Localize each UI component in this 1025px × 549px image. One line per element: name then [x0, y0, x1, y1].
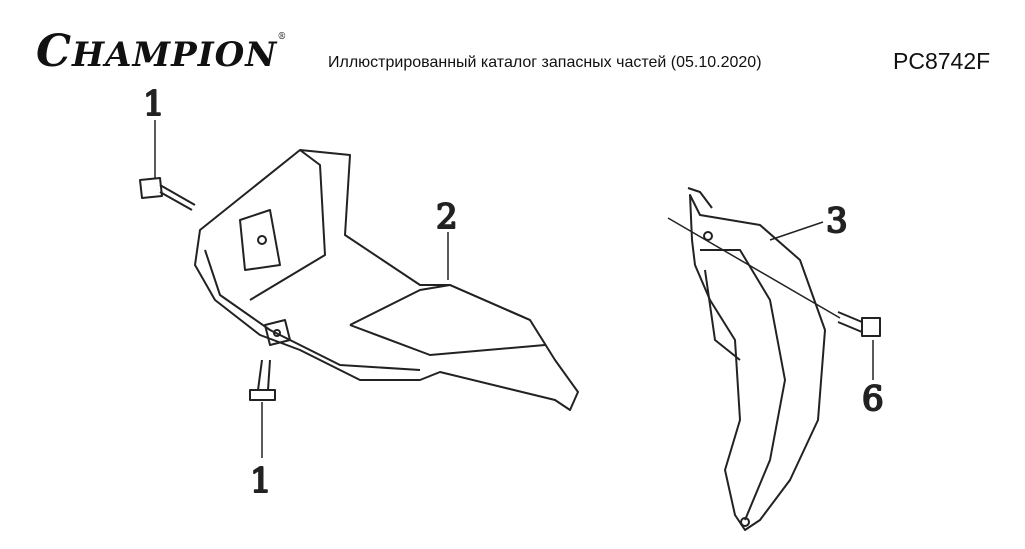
screw-right	[837, 311, 881, 337]
screw-bottom	[249, 359, 276, 401]
part-cover	[687, 187, 826, 531]
callout-2: 2	[436, 197, 458, 237]
callout-1-bottom: 1	[250, 461, 272, 501]
model-number: PC8742F	[893, 48, 991, 74]
catalog-title: Иллюстрированный каталог запасных частей…	[328, 54, 762, 71]
callout-6: 6	[862, 379, 884, 419]
screw-top-left	[139, 177, 196, 211]
part-guard	[194, 149, 579, 411]
callout-1-top: 1	[143, 84, 165, 124]
brand-logo: CHAMPION®	[36, 26, 288, 77]
leader-lines	[154, 120, 874, 458]
callout-3: 3	[826, 201, 848, 241]
